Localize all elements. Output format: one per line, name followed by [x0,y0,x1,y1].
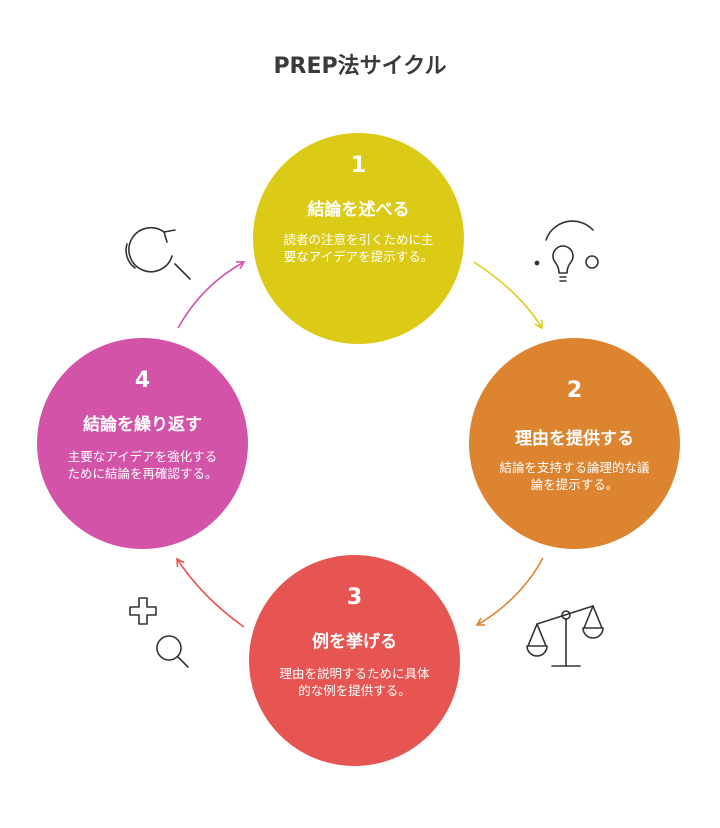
step-3-description: 理由を説明するために具体的な例を提供する。 [279,666,430,698]
arrow-4-to-1 [177,261,246,329]
arrow-1-to-2 [473,261,543,330]
step-3-circle: 3 例を挙げる 理由を説明するために具体的な例を提供する。 [249,555,460,766]
refresh-search-icon [125,226,191,280]
step-2-description: 結論を支持する論理的な議論を提示する。 [499,460,650,492]
step-4-heading: 結論を繰り返す [83,415,202,435]
step-4-description: 主要なアイデアを強化するために結論を再確認する。 [67,449,218,481]
step-2-circle: 2 理由を提供する 結論を支持する論理的な議論を提示する。 [469,338,680,549]
step-2-heading: 理由を提供する [515,429,634,449]
step-2-number: 2 [566,378,583,403]
step-1-number: 1 [350,153,367,178]
add-search-icon [129,597,189,668]
step-3-heading: 例を挙げる [312,632,397,652]
step-4-circle: 4 結論を繰り返す 主要なアイデアを強化するために結論を再確認する。 [37,338,248,549]
step-1-heading: 結論を述べる [307,200,410,220]
balance-scale-icon [526,605,604,667]
step-3-number: 3 [346,585,363,610]
step-4-number: 4 [134,368,151,393]
lightbulb-icon [534,220,599,282]
diagram-title: PREP法サイクル [273,54,447,79]
step-1-circle: 1 結論を述べる 読者の注意を引くために主要なアイデアを提示する。 [253,133,464,344]
arrow-3-to-4 [176,557,245,628]
step-1-description: 読者の注意を引くために主要なアイデアを提示する。 [283,232,434,264]
arrow-2-to-3 [475,557,544,626]
